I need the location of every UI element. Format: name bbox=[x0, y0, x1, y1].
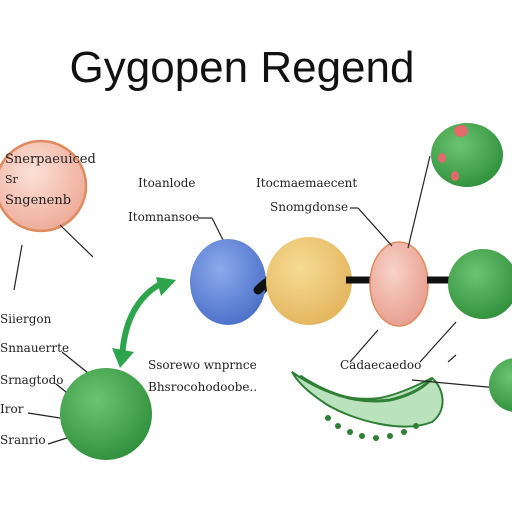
cycle-arrow-head-bottom bbox=[112, 348, 134, 368]
green-cell-bottom-right bbox=[489, 358, 512, 412]
leader-top-right-cell bbox=[407, 155, 431, 249]
left-label-1: Siiergon bbox=[0, 312, 52, 326]
cycle-arrow-curve bbox=[119, 280, 164, 359]
green-cell-top-right bbox=[431, 123, 503, 187]
leader-left-4 bbox=[27, 412, 61, 419]
top-right-label-2: Snomgdonse bbox=[270, 200, 348, 214]
left-label-4: Iror bbox=[0, 402, 24, 416]
leader-left-5 bbox=[47, 436, 71, 445]
circle-text-2: Sr bbox=[5, 173, 19, 186]
membrane-dots bbox=[325, 415, 419, 441]
pink-circle-leader-down bbox=[13, 244, 23, 291]
leader-bottom-right bbox=[349, 329, 379, 363]
cell-spot-3 bbox=[451, 171, 459, 181]
center-label-1: Ssorewo wnprnce bbox=[148, 358, 257, 372]
cell-spot-2 bbox=[438, 153, 446, 163]
leader-left-2 bbox=[61, 351, 89, 374]
leader-membrane bbox=[411, 379, 499, 389]
bottom-right-label: Cadaecaedoo bbox=[340, 358, 421, 372]
cell-spot-1 bbox=[454, 125, 468, 137]
pink-cell-circle bbox=[0, 139, 88, 233]
green-cell-bottom-left bbox=[60, 368, 152, 460]
leader-green-right bbox=[419, 321, 457, 363]
left-label-2: Snnauerrte bbox=[0, 341, 69, 355]
pink-circle-leader-right bbox=[59, 224, 94, 258]
circle-text-3: Sngenenb bbox=[5, 193, 71, 208]
leader-small bbox=[447, 354, 457, 363]
leader-top-right-2b bbox=[357, 207, 393, 247]
membrane-inner-line bbox=[299, 374, 434, 403]
pink-molecule bbox=[369, 241, 429, 327]
left-label-5: Sranrio bbox=[0, 433, 46, 447]
top-mid-label-1: Itoanlode bbox=[138, 176, 196, 190]
center-label-2: Bhsrocohodoobe.. bbox=[148, 380, 257, 394]
leader-top-mid-2 bbox=[211, 217, 225, 243]
circle-text-1: Snerpaeuiced bbox=[5, 152, 96, 167]
green-molecule-right bbox=[448, 249, 512, 319]
diagram-title: Gygopen Regend bbox=[70, 43, 415, 92]
left-label-3: Srnagtodo bbox=[0, 373, 63, 387]
yellow-molecule bbox=[266, 237, 352, 325]
blue-molecule bbox=[190, 239, 266, 325]
cycle-arrow-head-top bbox=[156, 277, 176, 296]
top-right-label-1: Itocmaemaecent bbox=[256, 176, 357, 190]
top-mid-label-2: Itomnansoe bbox=[128, 210, 199, 224]
